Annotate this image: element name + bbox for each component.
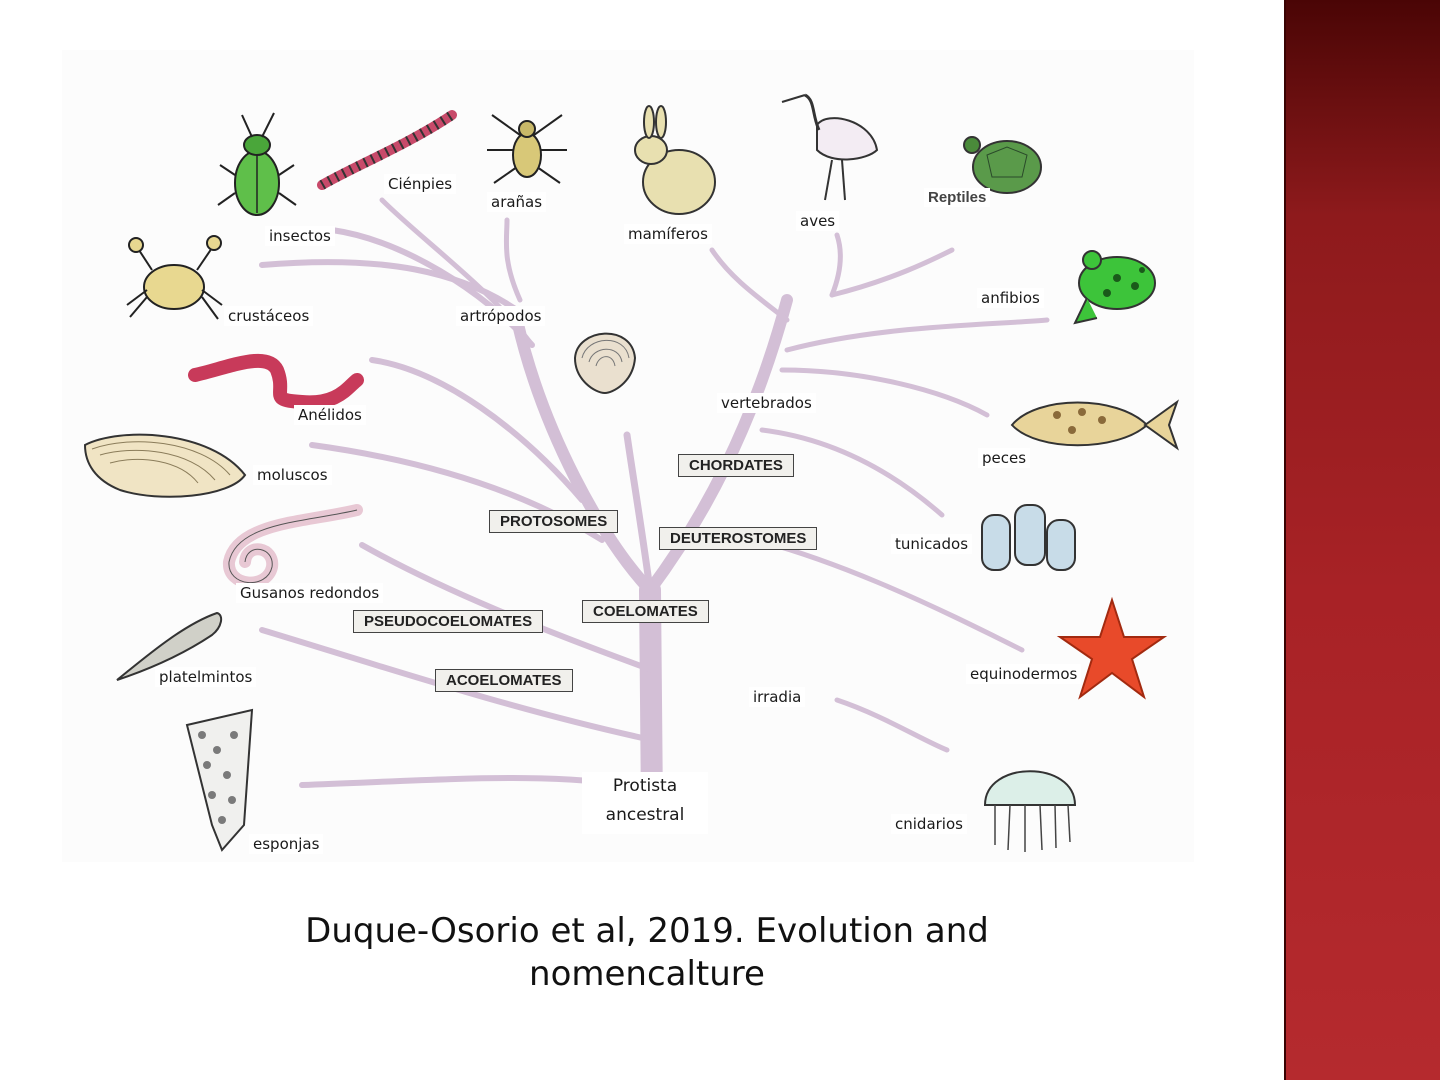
label-moluscos: moluscos (253, 465, 332, 485)
mammal-branch (709, 247, 790, 323)
flatworm-icon (116, 611, 223, 681)
clam-icon (573, 332, 637, 395)
jellyfish-icon (983, 770, 1077, 852)
label-peces: peces (978, 448, 1031, 468)
crustacean-branch (259, 259, 527, 318)
beetle-icon (217, 112, 297, 216)
label-cienpies: Ciénpies (384, 174, 457, 194)
starfish-icon (1056, 596, 1168, 700)
tunicate-branch (759, 427, 945, 518)
box-pseudocoelomates: PSEUDOCOELOMATES (353, 610, 544, 633)
annelid-branch (369, 357, 585, 503)
fish-icon (1010, 399, 1179, 451)
box-acoelomates: ACOELOMATES (435, 669, 573, 692)
egret-icon (781, 93, 879, 201)
turtle-icon (963, 136, 1042, 194)
cnidarian-branch (834, 697, 950, 753)
spider-branch (503, 217, 523, 303)
spider-icon (487, 114, 567, 184)
label-tunicados: tunicados (891, 534, 973, 554)
label-cnidarios: cnidarios (891, 814, 967, 834)
label-irradia: irradia (749, 687, 806, 707)
label-equinodermos: equinodermos (966, 664, 1082, 684)
amphibian-branch (784, 317, 1050, 353)
rabbit-icon (634, 105, 716, 215)
coelomate-mid-branch (623, 431, 654, 594)
root-line-1: Protista (612, 776, 678, 796)
label-mamiferos: mamíferos (624, 224, 712, 244)
roundworm-branch (359, 542, 655, 673)
box-chordates: CHORDATES (678, 454, 794, 477)
root-label: Protista ancestral (582, 772, 708, 834)
root-line-2: ancestral (605, 805, 685, 825)
bird-branch (829, 232, 843, 298)
sponge-icon (185, 708, 254, 852)
label-vertebrados: vertebrados (717, 393, 816, 413)
label-aves: aves (796, 211, 840, 231)
label-anfibios: anfibios (977, 288, 1044, 308)
label-esponjas: esponjas (249, 834, 324, 854)
label-crustaceos: crustáceos (224, 306, 314, 326)
tunicate-icon (981, 504, 1076, 571)
box-deuterostomes: DEUTEROSTOMES (659, 527, 818, 550)
frog-icon (1073, 250, 1156, 325)
decorative-side-bar (1284, 0, 1440, 1080)
fish-branch (779, 367, 990, 418)
box-protosomes: PROTOSOMES (489, 510, 619, 533)
roundworm-icon (223, 504, 363, 589)
label-anelidos: Anélidos (294, 405, 366, 425)
caption-line-2: nomencalture (529, 954, 765, 994)
label-platelmintos: platelmintos (155, 667, 257, 687)
citation-caption: Duque-Osorio et al, 2019. Evolution and … (300, 910, 994, 996)
label-artropodos: artrópodos (456, 306, 546, 326)
crab-icon (126, 235, 223, 320)
mussel-shell-icon (83, 433, 247, 498)
centipede-icon (317, 110, 457, 190)
earthworm-icon (188, 353, 364, 410)
box-coelomates: COELOMATES (582, 600, 709, 623)
label-gusanos-redondos: Gusanos redondos (236, 583, 384, 603)
reptile-branch (829, 247, 955, 298)
phylogenetic-tree-figure: insectos Ciénpies arañas crustáceos artr… (62, 50, 1194, 862)
label-insectos: insectos (265, 226, 335, 246)
label-aranas: arañas (487, 192, 547, 212)
label-reptiles: Reptiles (924, 188, 991, 207)
protosome-branch (511, 314, 656, 596)
caption-line-1: Duque-Osorio et al, 2019. Evolution and (305, 911, 989, 951)
